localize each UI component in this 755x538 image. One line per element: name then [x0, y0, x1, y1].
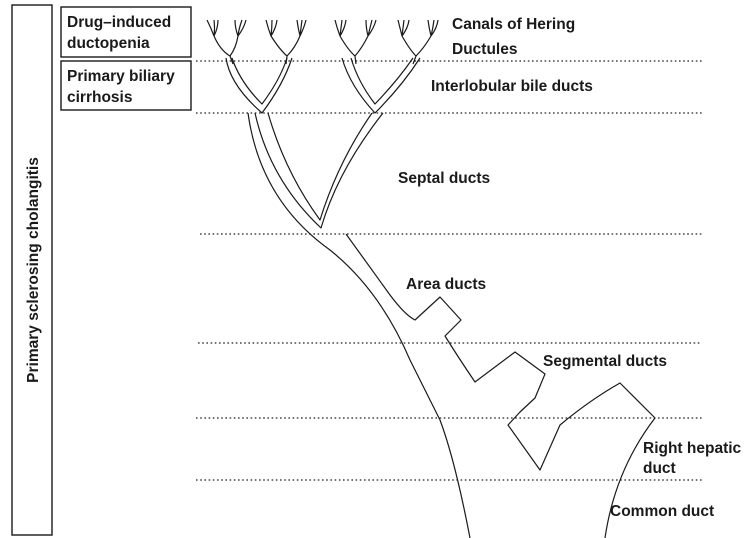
label-interlobular-bile-ducts: Interlobular bile ducts — [431, 78, 593, 95]
hering-canal — [266, 20, 277, 36]
pbc-label-line1: Primary biliary — [67, 68, 175, 85]
ductule — [402, 36, 431, 64]
label-segmental-ducts: Segmental ducts — [543, 353, 667, 370]
label-area-ducts: Area ducts — [406, 276, 486, 293]
ductule — [271, 36, 300, 64]
hering-canal — [335, 20, 346, 36]
pbc-label-line2: cirrhosis — [67, 89, 132, 106]
label-common-duct: Common duct — [610, 503, 714, 520]
label-ductules: Ductules — [452, 41, 517, 58]
hering-canal — [207, 20, 218, 36]
hering-canal — [398, 20, 409, 36]
septal-duct — [255, 113, 383, 228]
hering-canal — [235, 20, 246, 36]
interlobular-duct — [232, 58, 287, 104]
psc-label: Primary sclerosing cholangitis — [25, 157, 42, 383]
label-right-hepatic-duct-line2: duct — [643, 460, 676, 477]
label-septal-ducts: Septal ducts — [398, 170, 490, 187]
hering-canal — [297, 20, 306, 36]
hering-canal — [366, 20, 376, 36]
dilo-label-line1: Drug–induced — [67, 14, 171, 31]
main-duct-right-wall — [346, 234, 655, 538]
label-canals-of-hering: Canals of Hering — [452, 16, 575, 33]
ductule — [340, 36, 368, 64]
hering-canal — [428, 20, 438, 36]
dilo-label-line2: ductopenia — [67, 35, 150, 52]
interlobular-duct — [226, 58, 292, 113]
label-right-hepatic-duct-line1: Right hepatic — [643, 440, 742, 457]
